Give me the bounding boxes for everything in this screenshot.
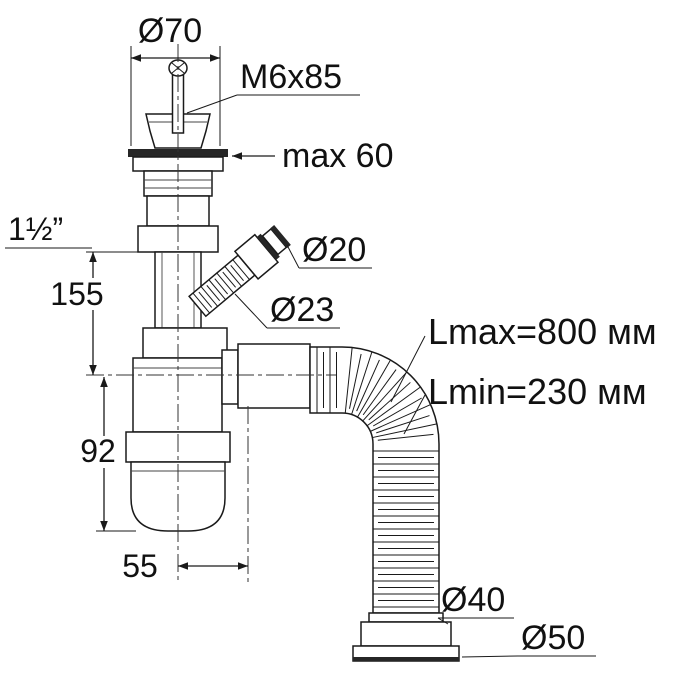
branch-diameter-label: Ø23 xyxy=(270,291,334,329)
branch-washer xyxy=(256,233,280,260)
top-diameter-label: Ø70 xyxy=(138,12,202,50)
outlet-stub xyxy=(221,349,239,405)
outlet-diameter-label: Ø40 xyxy=(441,581,505,619)
dim-height-lower: 92 xyxy=(76,377,136,532)
hose-end-fitting xyxy=(352,612,460,662)
label-outlet-diameter: Ø40 xyxy=(437,581,514,625)
hose-union-nut xyxy=(237,343,311,409)
dim-height-upper: 155 xyxy=(50,251,142,375)
label-hose-max-length: Lmax=800 мм xyxy=(390,311,657,403)
dim-max-depth: max 60 xyxy=(232,137,394,175)
branch-nut xyxy=(233,233,280,280)
max-depth-label: max 60 xyxy=(282,137,394,175)
height-lower-label: 92 xyxy=(80,433,116,469)
branch-tip-diameter-label: Ø20 xyxy=(302,231,366,269)
side-inlet-branch xyxy=(188,224,291,318)
screw-spec-label: M6x85 xyxy=(240,58,342,96)
flex-hose xyxy=(309,346,440,614)
label-screw-spec: M6x85 xyxy=(186,58,360,114)
branch-tip xyxy=(261,227,288,256)
label-thread-size: 1½” xyxy=(5,211,92,249)
hose-max-length-label: Lmax=800 мм xyxy=(428,311,657,352)
label-cuff-diameter: Ø50 xyxy=(461,619,596,658)
branch-cap xyxy=(270,224,291,249)
label-branch-diameter: Ø23 xyxy=(234,291,340,329)
cuff-diameter-label: Ø50 xyxy=(521,619,585,657)
hose-min-length-label: Lmin=230 мм xyxy=(428,371,647,412)
trap-body xyxy=(125,327,311,532)
gasket xyxy=(128,149,228,157)
fitting-cuff-edge xyxy=(353,657,459,661)
centerlines xyxy=(86,44,336,584)
thread-size-label: 1½” xyxy=(8,211,63,247)
offset-bottom-label: 55 xyxy=(122,548,158,584)
trap-top-nut xyxy=(142,327,228,359)
dim-top-diameter: Ø70 xyxy=(130,12,221,146)
height-upper-label: 155 xyxy=(50,276,103,312)
label-branch-tip-diameter: Ø20 xyxy=(286,231,372,269)
dim-offset-bottom: 55 xyxy=(122,548,248,584)
branch-corrugation xyxy=(192,259,250,314)
hose-corrugation xyxy=(316,347,439,608)
label-hose-min-length: Lmin=230 мм xyxy=(403,371,647,435)
